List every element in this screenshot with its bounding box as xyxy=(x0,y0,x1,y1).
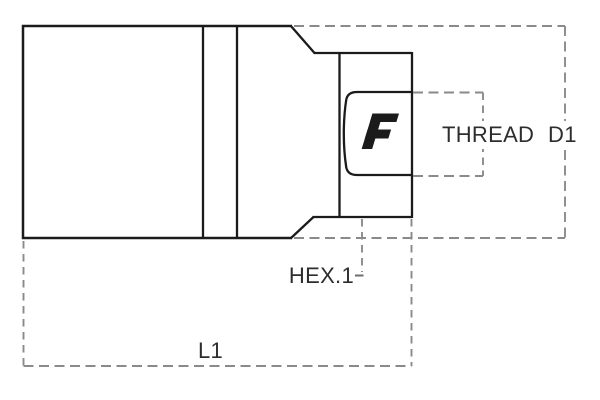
dim-label-l1: L1 xyxy=(198,338,224,363)
l1-dimension-lines xyxy=(22,219,413,367)
dim-label-thread: THREAD xyxy=(438,121,539,149)
dim-label-hex1: HEX.1 xyxy=(288,263,354,288)
dim-label-d1: D1 xyxy=(544,121,581,149)
body-rectangle xyxy=(21,24,292,240)
hex1-leader-line xyxy=(355,219,364,277)
f-logo-icon xyxy=(361,113,399,149)
d1-dimension-lines xyxy=(294,25,566,239)
thread-profile xyxy=(342,90,412,177)
chamfer-bottom xyxy=(289,216,315,240)
drive-section-outline xyxy=(312,51,414,219)
socket-body-outline xyxy=(21,24,316,240)
chamfer-top xyxy=(289,24,316,54)
